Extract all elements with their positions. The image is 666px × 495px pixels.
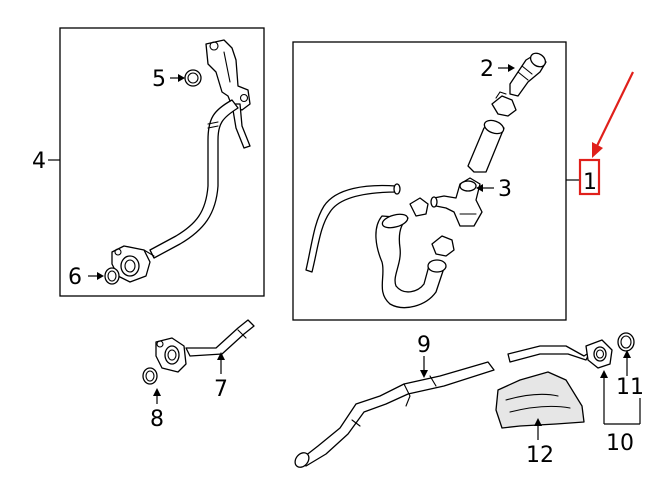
callout-1-highlight: [578, 158, 601, 196]
pipe-10: [507, 339, 613, 369]
o-ring-8: [142, 367, 158, 385]
highlight-pointer-line: [595, 71, 634, 149]
callout-9-arrowhead: [420, 370, 428, 378]
callout-2-arrowhead: [508, 64, 515, 72]
callout-3-label: 3: [498, 177, 512, 202]
callout-12-label: 12: [526, 443, 554, 468]
hose-9: [294, 361, 495, 468]
fitting-group-4-lower: [111, 245, 155, 283]
hose-group-4: [149, 99, 239, 259]
pipe-bracket-upper: [205, 39, 251, 111]
hose-clamp-upper: [491, 91, 517, 117]
highlight-pointer-head: [592, 142, 603, 158]
pipe-upper-stub: [231, 103, 251, 149]
group-4-frame: [59, 27, 265, 297]
callout-3-arrowhead: [476, 184, 483, 192]
callout-7-label: 7: [214, 377, 228, 402]
callout-2-label: 2: [480, 57, 494, 82]
fitting-2: [509, 52, 547, 97]
o-ring-11: [617, 332, 635, 352]
callout-7-arrowhead: [217, 352, 225, 360]
callout-8-label: 8: [150, 407, 164, 432]
callout-10-bracket: [600, 370, 641, 425]
callout-1-label: 1: [583, 170, 597, 195]
callout-9-label: 9: [417, 333, 431, 358]
callout-4-label: 4: [32, 149, 46, 174]
hose-long-left: [305, 184, 399, 273]
callout-6-label: 6: [68, 265, 82, 290]
callout-5-label: 5: [152, 67, 166, 92]
o-ring-6: [104, 267, 120, 285]
callout-10-label: 10: [606, 431, 634, 456]
callout-6-arrowhead: [97, 272, 104, 280]
callout-12-arrowhead: [534, 418, 542, 426]
hose-u-shaped: [375, 213, 447, 309]
hose-short-upper: [467, 119, 505, 173]
heat-shield-12: [495, 371, 585, 429]
pipe-7: [155, 319, 255, 373]
group-1-frame: [292, 41, 567, 321]
callout-11-label: 11: [616, 375, 644, 400]
hose-clamp-lower: [431, 235, 455, 257]
callout-8-arrowhead: [153, 388, 161, 396]
callout-5-arrowhead: [178, 74, 185, 82]
callout-11-arrowhead: [623, 350, 631, 358]
hose-long-left-end: [393, 183, 401, 195]
hose-clamp-mid: [409, 197, 429, 217]
tee-fitting-3: [430, 177, 483, 227]
o-ring-5: [184, 69, 202, 87]
